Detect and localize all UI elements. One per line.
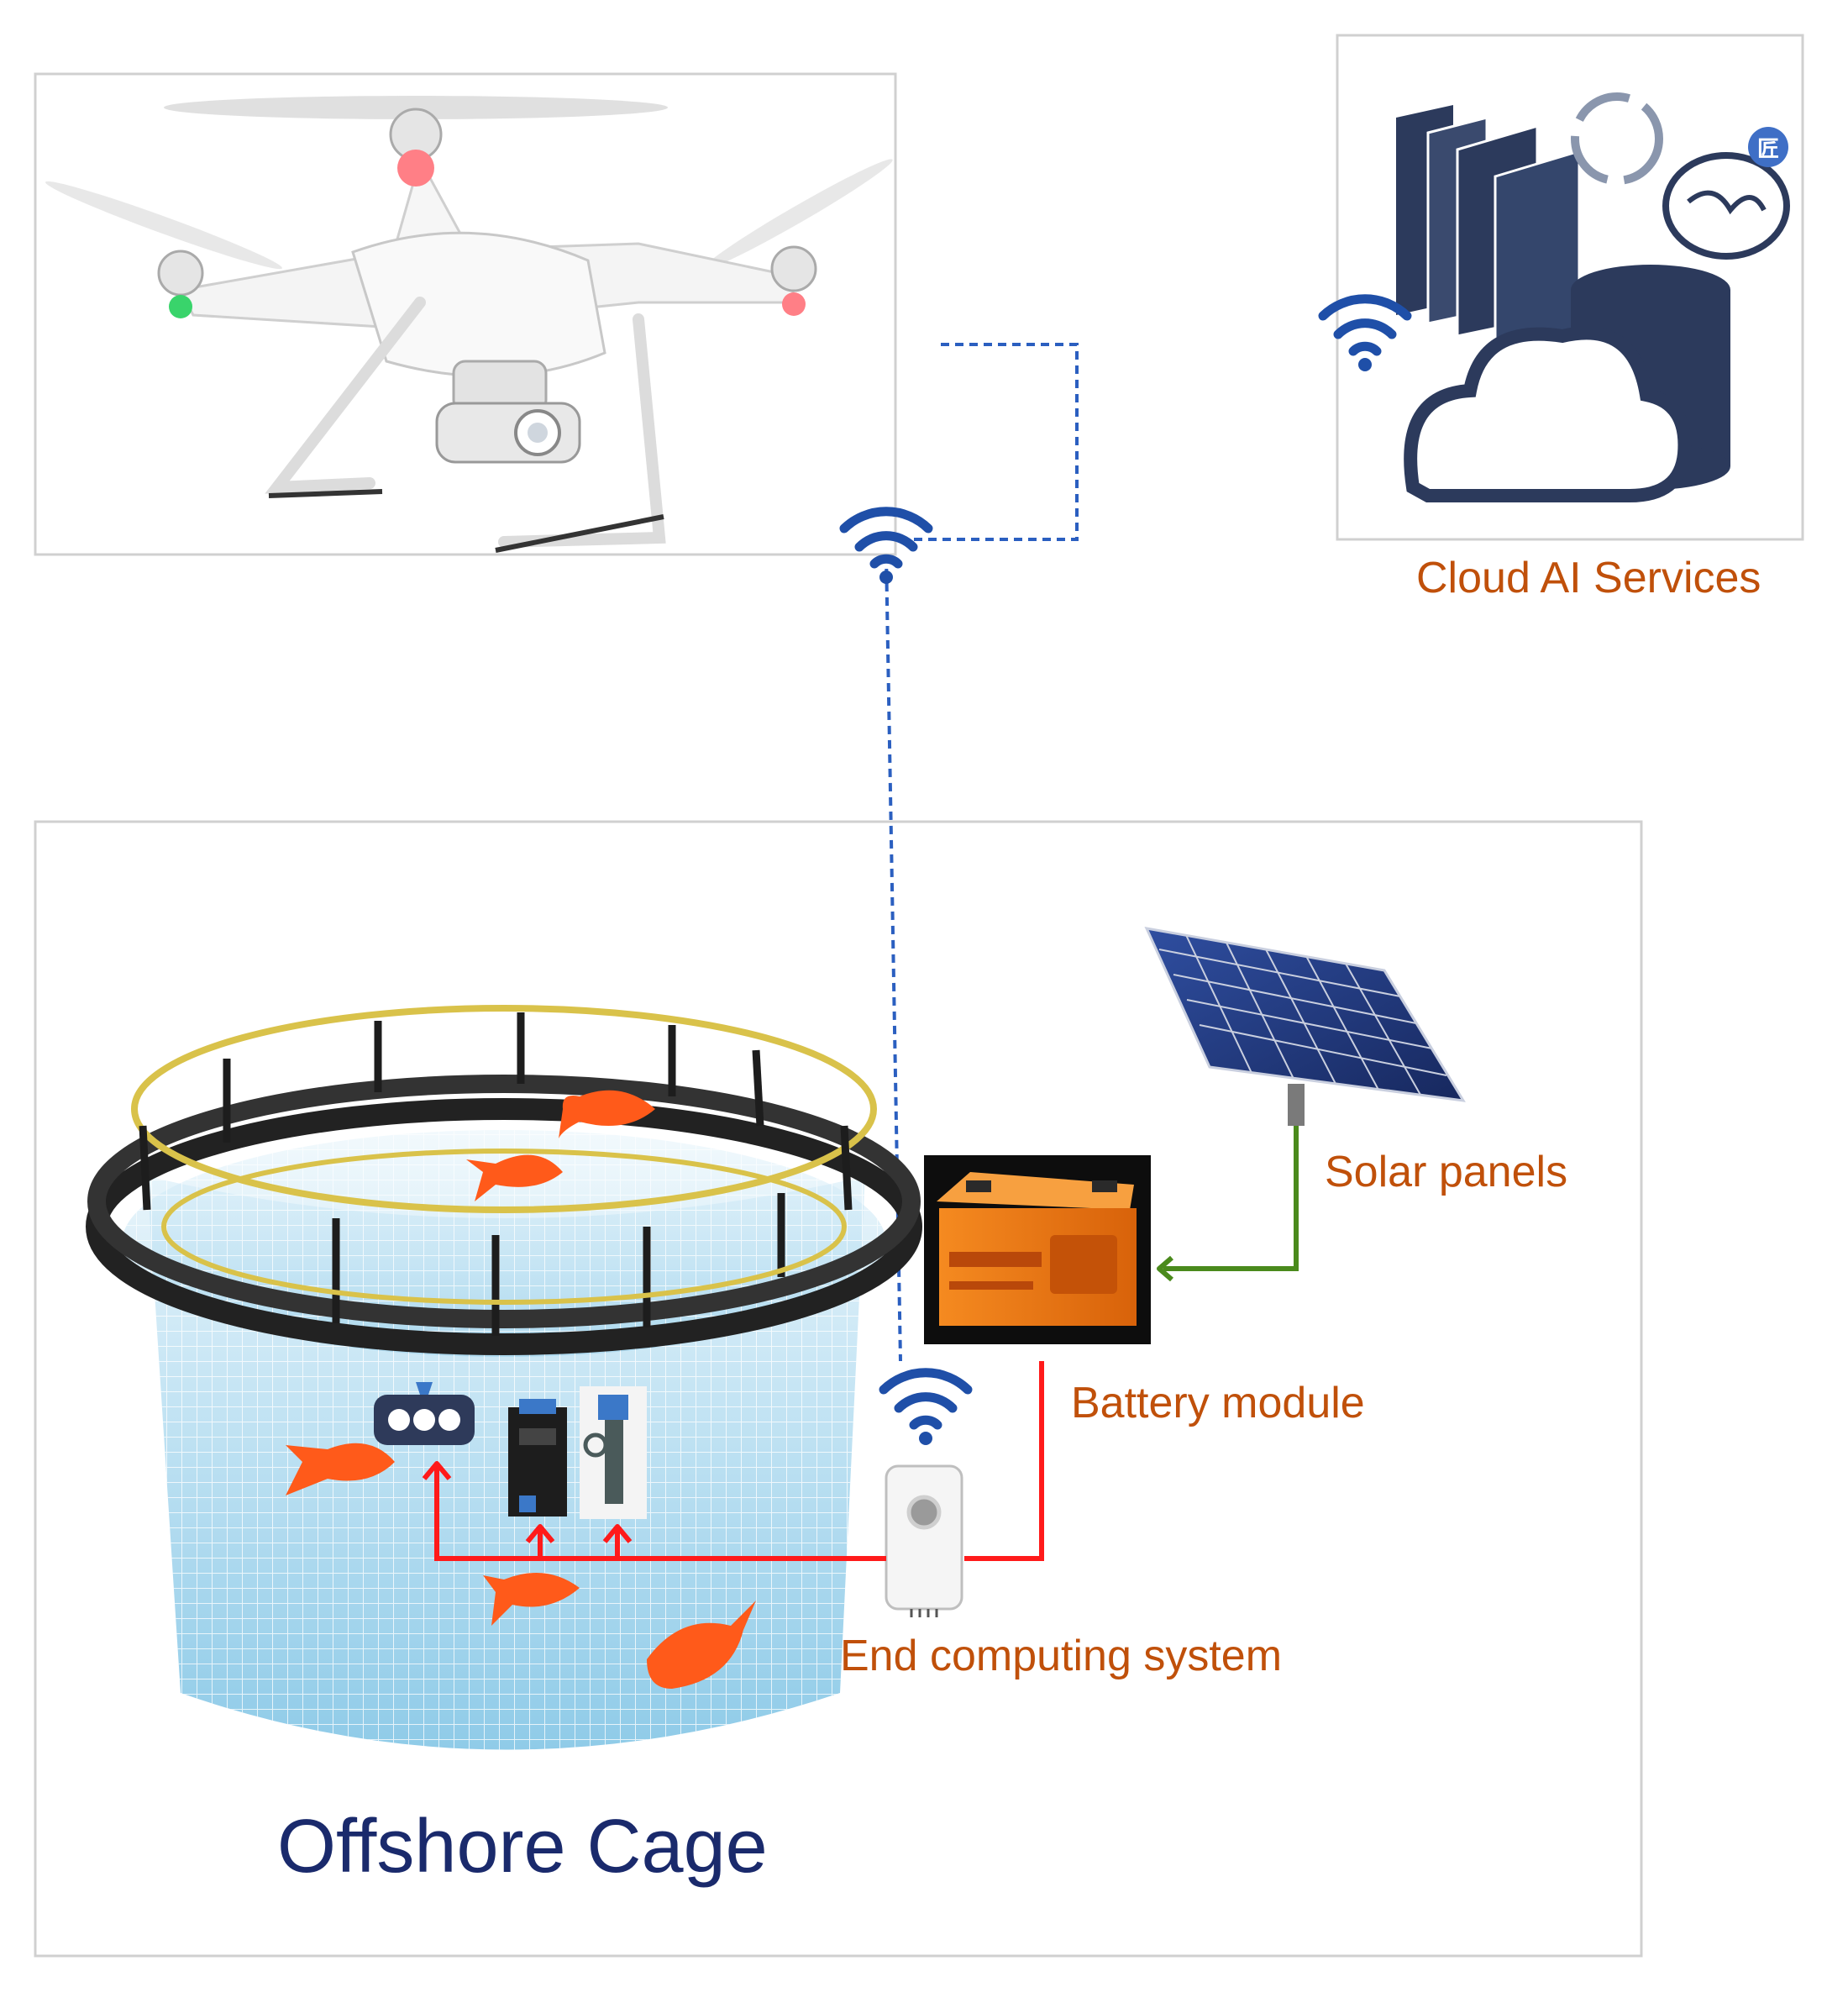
fish-icon — [286, 1090, 756, 1689]
solar-label: Solar panels — [1325, 1148, 1567, 1196]
cage-illustration — [86, 1005, 922, 1750]
wifi-icon — [879, 1368, 973, 1445]
solar-panel-icon — [1144, 927, 1466, 1126]
wifi-icon — [1318, 294, 1412, 371]
water-quality-sensor-icon — [508, 1399, 567, 1517]
end-computing-device-icon — [885, 1464, 963, 1617]
cloud-label: Cloud AI Services — [1416, 554, 1761, 602]
probe-sensor-icon — [580, 1386, 647, 1519]
wifi-icon — [839, 507, 933, 584]
battery-icon — [924, 1155, 1151, 1344]
svg-text:匠: 匠 — [1757, 137, 1779, 162]
end-computing-label: End computing system — [840, 1632, 1282, 1680]
underwater-camera-icon — [374, 1382, 475, 1445]
cloud-server-icon: 匠 — [1396, 92, 1790, 502]
solar-power-link — [1157, 1126, 1299, 1282]
drone-icon — [45, 96, 893, 553]
battery-label: Battery module — [1071, 1379, 1365, 1427]
cage-title: Offshore Cage — [277, 1805, 768, 1889]
power-links — [422, 1361, 1044, 1561]
